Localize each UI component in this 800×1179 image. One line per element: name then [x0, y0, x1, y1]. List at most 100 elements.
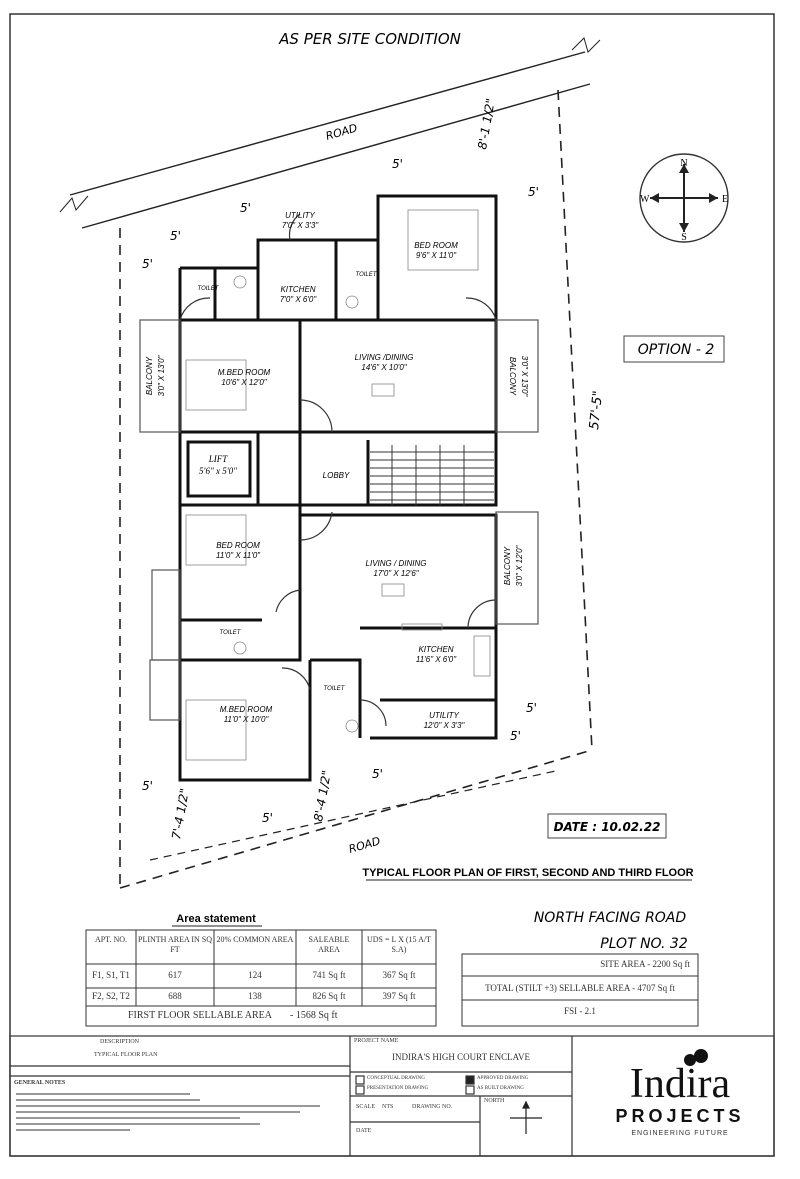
- site-boundary: [119, 89, 593, 889]
- compass-icon: N S E W: [639, 153, 729, 243]
- area-header-common: 20% COMMON AREA: [216, 935, 294, 944]
- brand-sub: PROJECTS: [615, 1106, 745, 1126]
- general-notes-label: GENERAL NOTES: [14, 1080, 66, 1086]
- date-box: [547, 813, 667, 839]
- title-block: [9, 1035, 775, 1157]
- scale-label: SCALE: [356, 1104, 376, 1110]
- drawing-no-label: DRAWING NO.: [412, 1104, 453, 1110]
- utility-bottom-name: UTILITY: [429, 711, 459, 720]
- bed-mid-name: BED ROOM: [216, 541, 260, 550]
- project-name: INDIRA'S HIGH COURT ENCLAVE: [391, 1052, 530, 1062]
- area-row2-plinth: 688: [168, 991, 182, 1001]
- setback-right-bottom: 5': [526, 701, 537, 715]
- legend-approved: APPROVED DRAWING: [477, 1076, 529, 1081]
- area-row2-uds: 397 Sq ft: [382, 991, 416, 1001]
- compass-west: W: [640, 194, 650, 205]
- utility-top-size: 7'0" X 3'3": [282, 221, 319, 230]
- legend-conceptual: CONCEPTUAL DRAWING: [367, 1076, 425, 1081]
- summary-site-area: SITE AREA - 2200 Sq ft: [600, 959, 690, 969]
- balcony-right-bottom-size: 3'0" X 12'0": [515, 544, 524, 586]
- lift-name: LIFT: [208, 454, 229, 464]
- balcony-right-bottom-name: BALCONY: [503, 546, 512, 585]
- area-header-plinth: PLINTH AREA IN SQ FT: [138, 935, 213, 954]
- summary-fsi: FSI - 2.1: [564, 1006, 596, 1016]
- kitchen-top-size: 7'0" X 6'0": [280, 295, 317, 304]
- north-arrow-icon: [510, 1100, 542, 1134]
- kitchen-top-name: KITCHEN: [280, 285, 315, 294]
- option-label: OPTION - 2: [638, 342, 715, 358]
- compass-north: N: [680, 158, 687, 169]
- top-road-label: ROAD: [324, 121, 359, 142]
- bed-top-size: 9'6" X 11'0": [416, 251, 457, 260]
- date-field-label: DATE: [356, 1128, 372, 1134]
- balcony-left-top-size: 3'0" X 13'0": [157, 354, 166, 396]
- setback-top-mid: 5': [240, 201, 251, 215]
- m-bed-bottom-name: M.BED ROOM: [220, 705, 273, 714]
- general-notes-lines: [16, 1093, 320, 1131]
- plan-title: TYPICAL FLOOR PLAN OF FIRST, SECOND AND …: [362, 867, 693, 879]
- lift-size: 5'6" x 5'0": [199, 466, 237, 476]
- bed-top-name: BED ROOM: [414, 241, 458, 250]
- room-labels: UTILITY 7'0" X 3'3" KITCHEN 7'0" X 6'0" …: [145, 211, 529, 730]
- toilet-top-left: TOILET: [198, 286, 220, 292]
- bottom-road-label: ROAD: [347, 834, 382, 855]
- description-label: DESCRIPTION: [100, 1039, 140, 1045]
- top-right-dimension: 8'-1 1/2": [475, 97, 498, 150]
- area-row2-common: 138: [248, 991, 262, 1001]
- area-footer-value: - 1568 Sq ft: [290, 1010, 338, 1021]
- area-row2-saleable: 826 Sq ft: [312, 991, 346, 1001]
- m-bed-top-name: M.BED ROOM: [218, 368, 271, 377]
- toilet-mid: TOILET: [220, 630, 242, 636]
- area-row1-common: 124: [248, 970, 262, 980]
- brand-name: Indira: [629, 1061, 731, 1107]
- compass-east: E: [722, 194, 728, 205]
- area-header-saleable: SALEABLE AREA: [308, 935, 350, 954]
- description-value: TYPICAL FLOOR PLAN: [94, 1052, 158, 1058]
- kitchen-bottom-size: 11'6" X 6'0": [416, 655, 457, 664]
- living-bottom-name: LIVING / DINING: [366, 559, 427, 568]
- area-statement-title: Area statement: [176, 913, 256, 925]
- setback-right: 5': [528, 185, 539, 199]
- utility-top-name: UTILITY: [285, 211, 315, 220]
- legend-as-built: AS BUILT DRAWING: [477, 1086, 524, 1091]
- north-label: NORTH: [484, 1098, 505, 1104]
- setback-bottom-mid: 5': [372, 767, 383, 781]
- area-row1-apt: F1, S1, T1: [92, 970, 130, 980]
- option-box: [623, 335, 725, 363]
- furniture: [185, 209, 491, 761]
- toilet-top-mid: TOILET: [356, 272, 378, 278]
- m-bed-bottom-size: 11'0" X 10'0": [224, 715, 270, 724]
- project-name-label: PROJECT NAME: [354, 1038, 399, 1044]
- site-condition-label: AS PER SITE CONDITION: [278, 30, 461, 48]
- door-swings: [179, 213, 497, 727]
- brand-logo-icon: [684, 1049, 708, 1066]
- area-header-apt: APT. NO.: [94, 935, 128, 944]
- balconies: [139, 319, 539, 721]
- area-row1-saleable: 741 Sq ft: [312, 970, 346, 980]
- area-header-uds: UDS = L X (15 A/T S.A): [367, 935, 431, 954]
- balcony-right-top-name: BALCONY: [508, 357, 517, 396]
- area-statement: Area statement: [85, 913, 437, 1027]
- toilet-bottom: TOILET: [324, 686, 346, 692]
- area-row1-uds: 367 Sq ft: [382, 970, 416, 980]
- area-row2-apt: F2, S2, T2: [92, 991, 130, 1001]
- living-bottom-size: 17'0" X 12'6": [373, 569, 419, 578]
- balcony-right-top-size: 3'0" X 13'0": [520, 356, 529, 398]
- balcony-left-top-name: BALCONY: [145, 356, 154, 395]
- summary-box: [461, 953, 699, 1027]
- kitchen-bottom-name: KITCHEN: [418, 645, 453, 654]
- bed-mid-size: 11'0" X 11'0": [216, 551, 261, 560]
- top-road: ROAD: [59, 37, 601, 229]
- setback-bottom-left: 5': [142, 779, 153, 793]
- setback-top-right: 5': [392, 157, 403, 171]
- m-bed-top-size: 10'6" X 12'0": [221, 378, 267, 387]
- area-row1-plinth: 617: [168, 970, 182, 980]
- right-depth-dimension: 57'-5": [587, 390, 606, 430]
- utility-bottom-size: 12'0" X 3'3": [424, 721, 466, 730]
- living-top-name: LIVING /DINING: [355, 353, 414, 362]
- building-walls: [178, 194, 498, 782]
- brand-tagline: ENGINEERING FUTURE: [631, 1130, 729, 1137]
- summary-total-sellable: TOTAL (STILT +3) SELLABLE AREA - 4707 Sq…: [485, 983, 675, 993]
